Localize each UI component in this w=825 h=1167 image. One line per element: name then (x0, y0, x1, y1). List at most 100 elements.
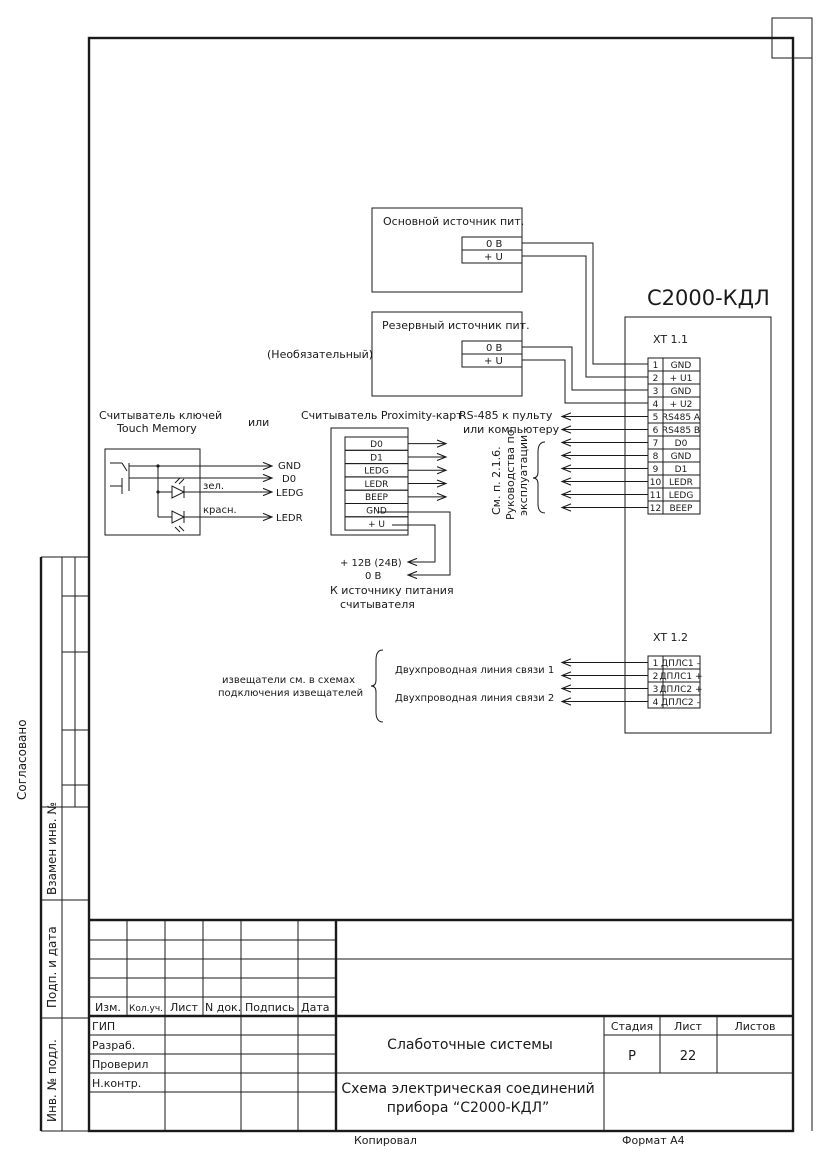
lines-brace (370, 649, 384, 723)
tb-head-data: Дата (301, 1001, 329, 1014)
rs485-line1: RS-485 к пульту (459, 409, 553, 422)
xt12-pin-num: 3 (653, 685, 659, 695)
backup-pin-0v: 0 В (486, 343, 503, 354)
xt12-pin-num: 4 (653, 698, 659, 708)
proximity-reader: Считыватель Proximity-карт D0D1LEDGLEDRB… (301, 409, 463, 611)
xt11-pin-name: RS485 B (662, 426, 700, 436)
xt11-pin-num: 4 (653, 400, 659, 410)
tm-signal-d0: D0 (282, 474, 296, 485)
title-block: Изм. Кол.уч. Лист N док. Подпись Дата ГИ… (89, 918, 793, 1131)
xt11-pin-num: 12 (650, 504, 661, 514)
xt11-pin-num: 8 (653, 452, 659, 462)
power-wiring (522, 242, 648, 404)
prox-pin-label: LEDR (365, 480, 389, 490)
xt11-pin-name: GND (671, 452, 692, 462)
prox-pin-label: D1 (370, 453, 383, 463)
tb-head-kolych: Кол.уч. (129, 1004, 163, 1014)
line1-label: Двухпроводная линия связи 1 (395, 665, 554, 676)
prox-pin-label: + U (368, 520, 385, 530)
tm-title-line1: Считыватель ключей (99, 409, 222, 422)
two-wire-lines: извещатели см. в схемах подключения изве… (218, 649, 648, 723)
xt11-signal-arrows (560, 412, 648, 512)
manual-note-line1: См. п. 2.1.6. (490, 446, 503, 515)
tm-or-label: или (248, 416, 269, 429)
xt11-pin-name: LEDR (669, 478, 693, 488)
xt11-pin-num: 9 (653, 465, 659, 475)
detectors-line1: извещатели см. в схемах (222, 675, 355, 686)
tm-signal-ledr: LEDR (276, 513, 303, 524)
tb-nkontr: Н.контр. (92, 1077, 141, 1090)
xt11-pin-num: 10 (650, 478, 662, 488)
backup-power-supply: Резервный источник пит. 0 В + U (Необяза… (267, 311, 530, 397)
tm-signal-gnd: GND (278, 461, 301, 472)
rs485-label: RS-485 к пульту или компьютеру (459, 409, 560, 436)
main-pin-0v: 0 В (486, 239, 503, 250)
xt12-label: XT 1.2 (653, 631, 688, 644)
main-power-label: Основной источник пит. (383, 215, 524, 228)
tb-sheet-value: 22 (680, 1049, 697, 1064)
manual-note: См. п. 2.1.6. Руководства по эксплуатаци… (490, 429, 530, 520)
main-power-supply: Основной источник пит. 0 В + U (371, 207, 524, 293)
manual-note-line3: эксплуатации (517, 435, 530, 516)
prox-pin-cell (344, 516, 409, 531)
sheet-frame (87, 36, 795, 1133)
tb-head-list: Лист (170, 1001, 198, 1014)
xt11-pin-name: D0 (675, 439, 688, 449)
xt11-pin-name: BEEP (670, 504, 694, 514)
xt11-pin-num: 2 (653, 374, 659, 384)
xt11-pin-num: 11 (650, 491, 661, 501)
led-red-diode (171, 510, 186, 524)
footer-copied: Копировал (354, 1134, 417, 1147)
tb-stage-value: Р (628, 1049, 636, 1064)
xt11-pin-name: GND (671, 387, 692, 397)
xt12-signal-arrows (560, 658, 648, 706)
device-title: С2000-КДЛ (647, 286, 770, 310)
xt11-pin-name: D1 (675, 465, 688, 475)
xt11-pin-num: 1 (653, 361, 659, 371)
tm-title-line2: Touch Memory (116, 422, 197, 435)
tb-stage-label: Стадия (611, 1020, 653, 1033)
xt11-pin-num: 5 (653, 413, 659, 423)
tb-gip: ГИП (92, 1020, 115, 1033)
side-inv-orig: Инв. № подл. (45, 1039, 59, 1122)
optional-note: (Необязательный) (267, 348, 373, 361)
led-green-label: зел. (203, 481, 224, 492)
manual-note-line2: Руководства по (504, 429, 517, 520)
xt11-label: XT 1.1 (653, 333, 688, 346)
tb-razrab: Разраб. (92, 1039, 135, 1052)
xt11-pin-num: 7 (653, 439, 659, 449)
rs485-line2: или компьютеру (463, 423, 560, 436)
xt11-pin-name: LEDG (669, 491, 694, 501)
backup-pin-plus-u: + U (484, 356, 503, 367)
tb-sheet-label: Лист (674, 1020, 702, 1033)
xt12-pin-name: ДПЛС1 – (661, 659, 701, 669)
prox-supply-12v: + 12В (24В) (340, 558, 402, 569)
xt12-pin-name: ДПЛС2 + (660, 685, 703, 695)
xt11-pin-name: RS485 A (662, 413, 701, 423)
xt11-pin-name: + U1 (670, 374, 693, 384)
prox-supply-note-line2: считывателя (340, 598, 415, 611)
xt11-pin-name: GND (671, 361, 692, 371)
xt12-pin-num: 1 (653, 659, 659, 669)
tb-doc-title-line2: прибора “С2000-КДЛ” (387, 1100, 550, 1116)
backup-power-label: Резервный источник пит. (382, 319, 530, 332)
footer-format: Формат А4 (622, 1134, 685, 1147)
prox-title: Считыватель Proximity-карт (301, 409, 463, 422)
prox-pin-label: LEDG (364, 467, 389, 477)
line2-label: Двухпроводная линия связи 2 (395, 693, 554, 704)
prox-pin-label: GND (366, 507, 387, 517)
side-stamp: Согласовано Взамен инв. № Подп. и дата И… (15, 556, 89, 1132)
xt11-pin-name: + U2 (670, 400, 693, 410)
prox-supply-note-line1: К источнику питания (330, 584, 454, 597)
corner-box (771, 17, 813, 59)
tm-signal-ledg: LEDG (276, 488, 303, 499)
device-body (624, 316, 772, 734)
xt12-pin-name: ДПЛС2 – (661, 698, 701, 708)
side-sign-date: Подп. и дата (45, 926, 59, 1008)
rs485-brace (532, 441, 546, 514)
tb-head-podpis: Подпись (245, 1001, 294, 1014)
led-red-label: красн. (203, 505, 237, 516)
